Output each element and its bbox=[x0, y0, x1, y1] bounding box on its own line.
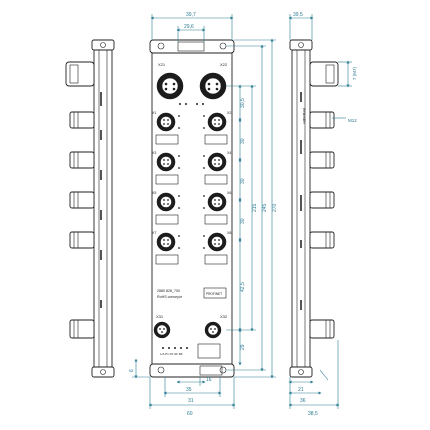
dim-height-7: 42,5 bbox=[240, 282, 246, 292]
certification-mark: PROFINET bbox=[206, 292, 222, 296]
bus-port-x22 bbox=[199, 72, 227, 100]
io-port-x7: X7 bbox=[152, 231, 180, 252]
dim-height-6: 30 bbox=[240, 218, 246, 224]
io-port-x5: X5 bbox=[152, 191, 180, 212]
port-label-x1: X1 bbox=[152, 111, 156, 115]
port-label-x6: X6 bbox=[227, 191, 231, 195]
label-plate bbox=[204, 254, 228, 265]
left-side-connectors bbox=[65, 61, 95, 339]
label-plate bbox=[155, 174, 179, 185]
dim-front-total-width: 60 bbox=[187, 411, 193, 417]
dim-height-9: 6 bbox=[129, 369, 135, 372]
port-label-x7: X7 bbox=[152, 231, 156, 235]
io-port-x8: X8 bbox=[203, 231, 231, 252]
dim-height-10: 30,5 bbox=[240, 98, 246, 108]
label-plate bbox=[204, 214, 228, 225]
dim-height-8: 29 bbox=[240, 344, 246, 350]
port-label-x8: X8 bbox=[227, 231, 231, 235]
dim-plate-width: 31 bbox=[188, 398, 194, 404]
dim-side-m12: M12 bbox=[348, 118, 357, 123]
io-port-x2: X2 bbox=[203, 111, 231, 132]
port-label-x5: X5 bbox=[152, 191, 156, 195]
dim-top-inner: 29,6 bbox=[184, 24, 194, 30]
io-port-x4: X4 bbox=[203, 151, 231, 172]
port-label-x22: X22 bbox=[220, 62, 228, 67]
dim-height-2: 245 bbox=[262, 203, 268, 212]
port-label-x32: X32 bbox=[220, 314, 228, 319]
dim-bottom-width: 35 bbox=[186, 387, 192, 393]
status-led-labels: L/A P1 P2 SF BF bbox=[160, 352, 183, 356]
dim-side-bottom-2: 36 bbox=[300, 398, 306, 404]
dim-side-bottom-3: 38,5 bbox=[308, 411, 318, 417]
right-side-connectors bbox=[309, 61, 339, 339]
dim-side-top-width: 39,5 bbox=[293, 12, 303, 18]
dim-side-bottom-1: 21 bbox=[298, 387, 304, 393]
power-port-x31 bbox=[153, 321, 171, 339]
port-label-x21: X21 bbox=[158, 62, 166, 67]
dim-height-3: 215 bbox=[252, 203, 258, 212]
part-number: 2880 828_700 bbox=[157, 289, 180, 293]
dim-height-4: 30 bbox=[240, 138, 246, 144]
label-plate bbox=[155, 214, 179, 225]
io-port-x6: X6 bbox=[203, 191, 231, 212]
dimension-lines bbox=[132, 14, 352, 409]
label-plate bbox=[204, 174, 228, 185]
power-port-x32 bbox=[204, 321, 222, 339]
product-name: RoHS conveyor bbox=[157, 295, 183, 299]
label-plate bbox=[204, 134, 228, 145]
dim-height-total: 270 bbox=[272, 203, 278, 212]
left-side-view bbox=[65, 39, 115, 378]
port-label-x4: X4 bbox=[227, 151, 231, 155]
io-port-x3: X3 bbox=[152, 151, 180, 172]
dim-height-5: 30 bbox=[240, 178, 246, 184]
io-port-x1: X1 bbox=[152, 111, 180, 132]
port-label-x31: X31 bbox=[156, 314, 164, 319]
port-label-x3: X3 bbox=[152, 151, 156, 155]
port-label-x2: X2 bbox=[227, 111, 231, 115]
bus-port-x21 bbox=[156, 72, 184, 100]
dim-top-width: 39,7 bbox=[186, 12, 196, 18]
label-plate bbox=[155, 134, 179, 145]
brand-label: Weidmüller bbox=[302, 108, 306, 125]
dimension-values: 39,7 29,6 39,5 60 31 35 16 38,5 36 21 27… bbox=[129, 12, 357, 417]
right-side-view: Weidmüller bbox=[289, 39, 339, 378]
label-plate bbox=[155, 254, 179, 265]
dim-bottom-inner: 16 bbox=[206, 377, 212, 383]
dim-side-connector: 7 (M7) bbox=[352, 66, 357, 80]
